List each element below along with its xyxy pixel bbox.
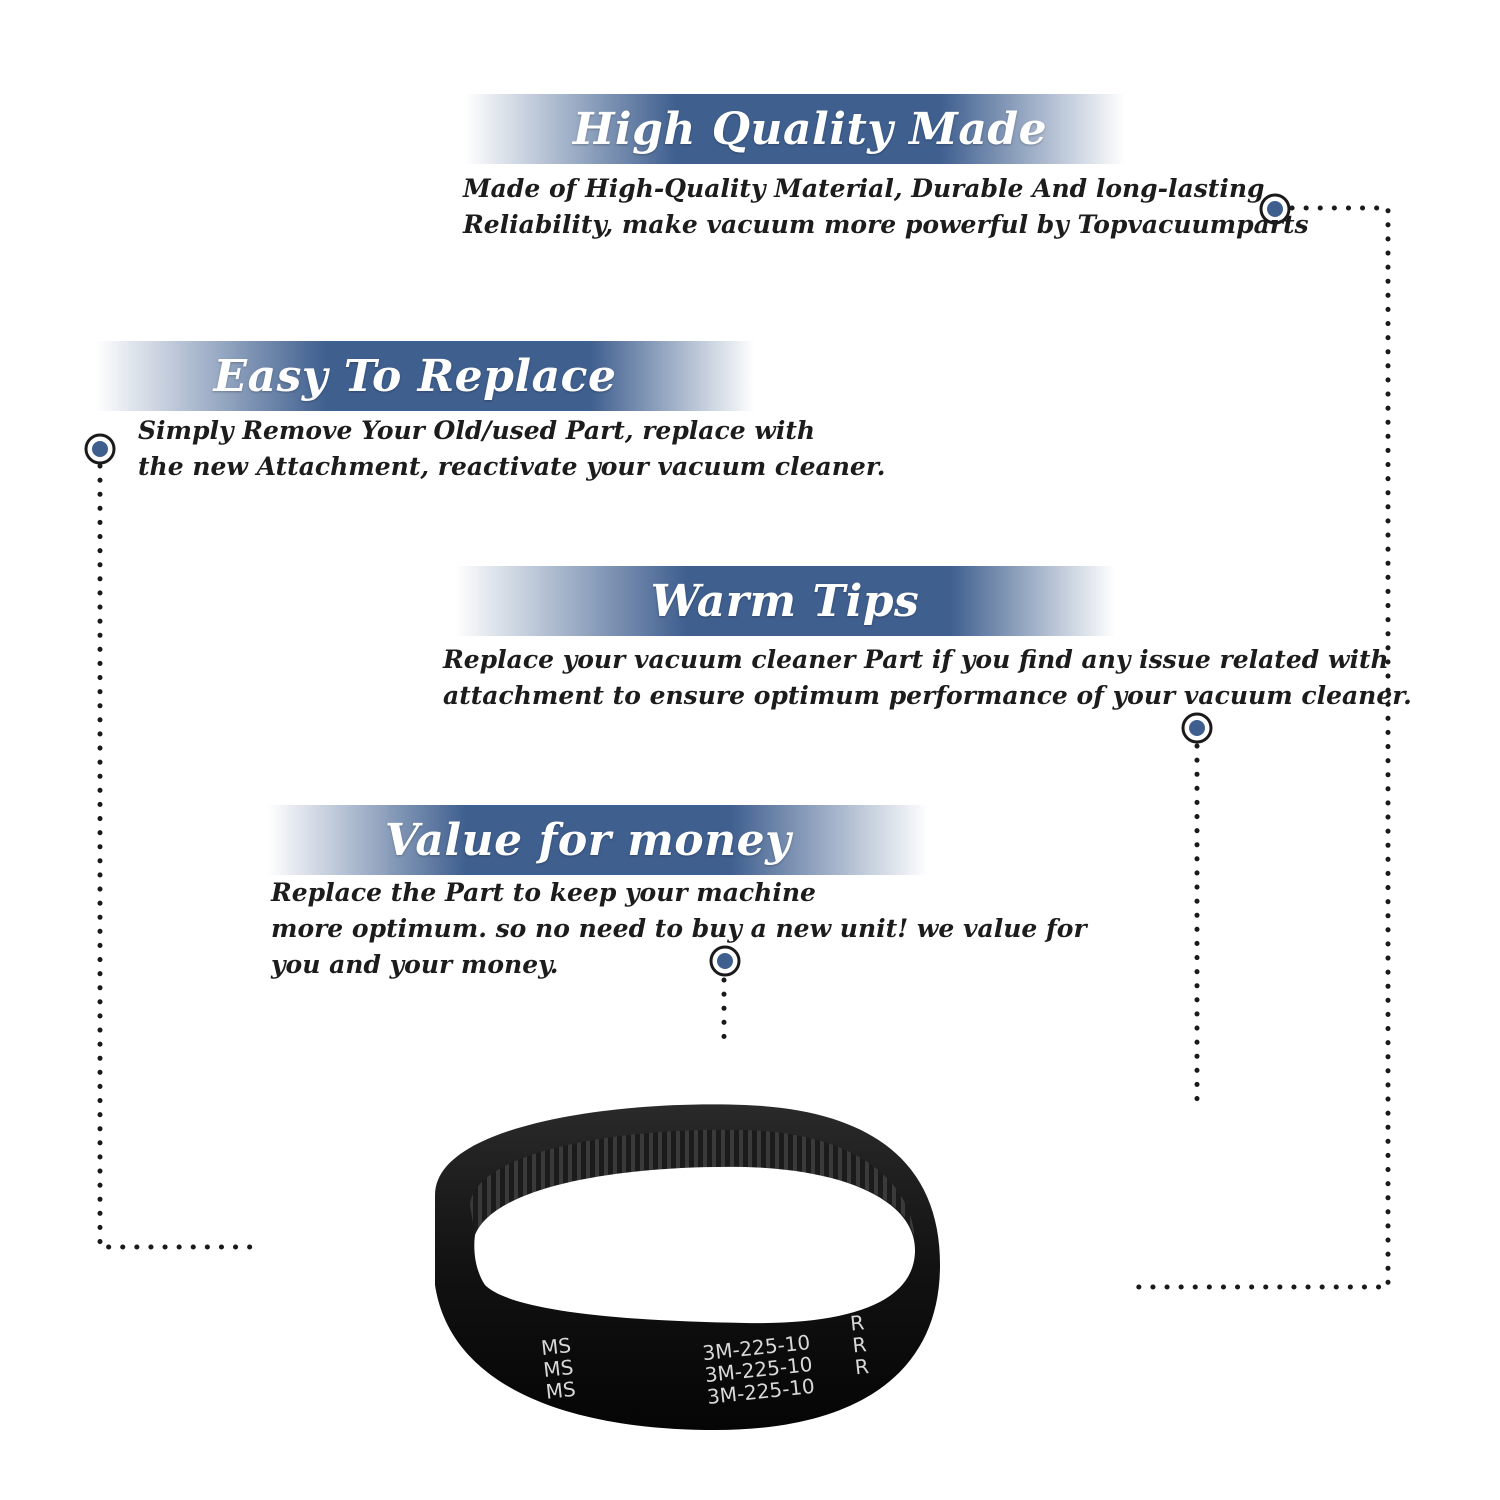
belt-side-mark: R <box>849 1310 865 1335</box>
belt-side-mark: R <box>854 1354 870 1379</box>
marker-easy-replace-icon <box>84 433 116 465</box>
belt-side-mark: R <box>851 1332 867 1357</box>
section-description: Replace the Part to keep your machine mo… <box>271 878 1087 979</box>
marker-warm-tips-icon <box>1181 712 1213 744</box>
section-description: Simply Remove Your Old/used Part, replac… <box>138 416 886 481</box>
section-title: Value for money <box>384 814 792 866</box>
belt-brand-mark: MS <box>540 1333 572 1360</box>
belt-teeth <box>470 1129 915 1245</box>
section-title: Warm Tips <box>650 575 920 627</box>
connector-easy-replace <box>97 463 265 1250</box>
section-description: Replace your vacuum cleaner Part if you … <box>443 645 1412 710</box>
banner-easy-replace: Easy To Replace <box>95 341 755 411</box>
belt-brand-mark: MS <box>544 1377 576 1404</box>
banner-high-quality: High Quality Made <box>465 94 1125 164</box>
connector-high-quality <box>1125 205 1391 1290</box>
section-description: Made of High-Quality Material, Durable A… <box>463 174 1309 239</box>
belt-brand-mark: MS <box>542 1355 574 1382</box>
banner-value-money: Value for money <box>268 805 928 875</box>
banner-warm-tips: Warm Tips <box>455 566 1115 636</box>
vacuum-belt-image: MS MS MS 3M-225-10 3M-225-10 3M-225-10 R… <box>435 1104 940 1430</box>
belt-hole <box>474 1166 915 1324</box>
section-title: High Quality Made <box>572 103 1048 155</box>
section-title: Easy To Replace <box>213 350 617 402</box>
